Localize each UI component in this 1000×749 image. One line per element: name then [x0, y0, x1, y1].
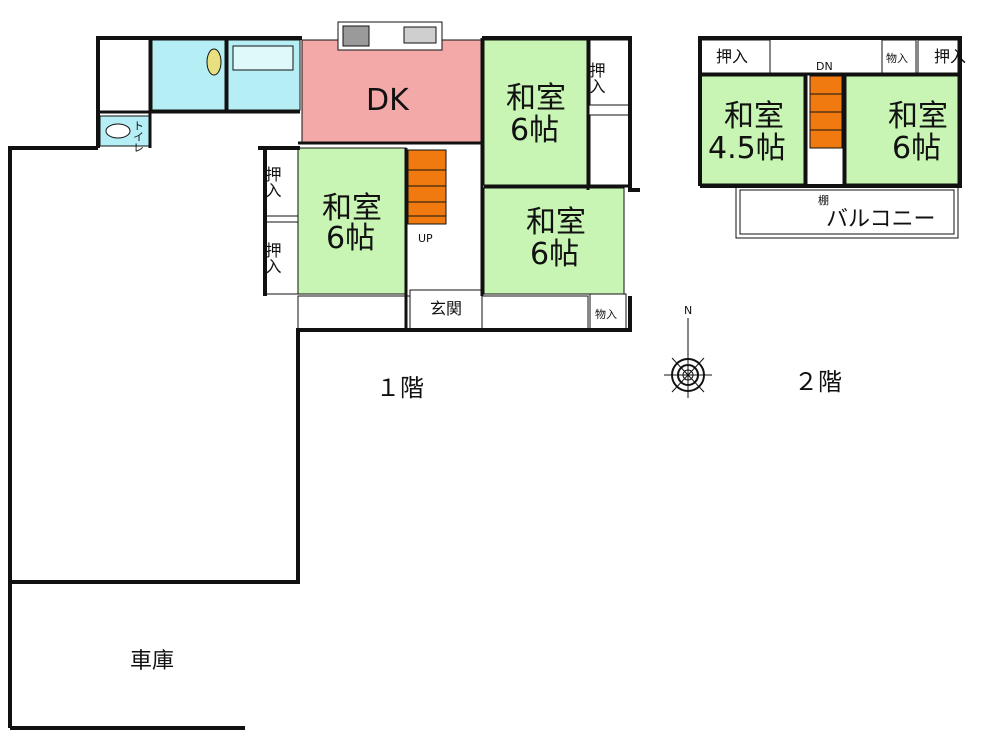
floor-1 — [8, 21, 640, 730]
dining-kitchen — [301, 39, 483, 144]
oshiire-1f-west-2-label: 押入 — [263, 242, 282, 274]
washitsu-1f-west — [297, 147, 407, 295]
washitsu-1f-west-size: 6帖 — [326, 221, 375, 256]
stove — [342, 25, 370, 47]
washitsu-2f-west — [699, 75, 805, 185]
garage-label: 車庫 — [130, 649, 174, 674]
kitchen-sink — [403, 26, 437, 44]
storage-1f-label: 物入 — [595, 307, 617, 321]
compass — [664, 318, 712, 398]
storage-2f — [881, 39, 917, 75]
compass-north: N — [684, 304, 692, 317]
balcony-label: バルコニー — [826, 207, 936, 232]
toilet-bowl — [105, 123, 131, 139]
washitsu-1f-north-name: 和室 — [506, 81, 566, 116]
genkan — [409, 289, 483, 331]
dk-label: DK — [366, 83, 410, 118]
balcony — [735, 185, 959, 239]
floor-2 — [698, 36, 962, 239]
oshiire-1f-north-label: 押入 — [587, 62, 606, 94]
storage-2f-label: 物入 — [886, 51, 908, 65]
oshiire-2f-west — [699, 39, 771, 75]
washitsu-2f-east-name: 和室 — [888, 99, 948, 134]
stairs-1f — [407, 149, 447, 225]
washitsu-2f-west-name: 和室 — [724, 99, 784, 134]
outer-wall-1f — [8, 146, 98, 728]
oshiire-2f-east-label: 押入 — [934, 47, 966, 66]
oshiire-2f-west-label: 押入 — [716, 47, 748, 66]
oshiire-1f-west-1-label: 押入 — [263, 166, 282, 198]
floor-1-label: １階 — [376, 374, 424, 402]
genkan-label: 玄関 — [430, 299, 462, 318]
up-label: UP — [418, 232, 433, 245]
washitsu-2f-east-size: 6帖 — [892, 131, 941, 166]
washitsu-1f-north — [483, 39, 589, 186]
washitsu-1f-west-name: 和室 — [322, 191, 382, 226]
washitsu-2f-west-size: 4.5帖 — [708, 131, 786, 166]
toilet-label: トイレ — [132, 120, 145, 153]
washitsu-1f-north-size: 6帖 — [510, 113, 559, 148]
closet-1f-north-b — [589, 114, 631, 186]
washitsu-1f-east-size: 6帖 — [530, 237, 579, 272]
floor-2-label: ２階 — [794, 368, 842, 396]
sink — [206, 48, 222, 76]
dn-label: DN — [816, 60, 833, 73]
bathtub — [232, 45, 294, 71]
washitsu-1f-east-name: 和室 — [526, 205, 586, 240]
storage-1f — [589, 293, 627, 331]
oshiire-2f-east — [917, 39, 959, 75]
washitsu-2f-east — [845, 75, 959, 185]
shelf-label: 棚 — [818, 193, 829, 207]
oshiire-1f-west-2 — [264, 221, 299, 295]
washitsu-1f-east — [483, 187, 625, 295]
oshiire-1f-west-1 — [264, 147, 299, 217]
